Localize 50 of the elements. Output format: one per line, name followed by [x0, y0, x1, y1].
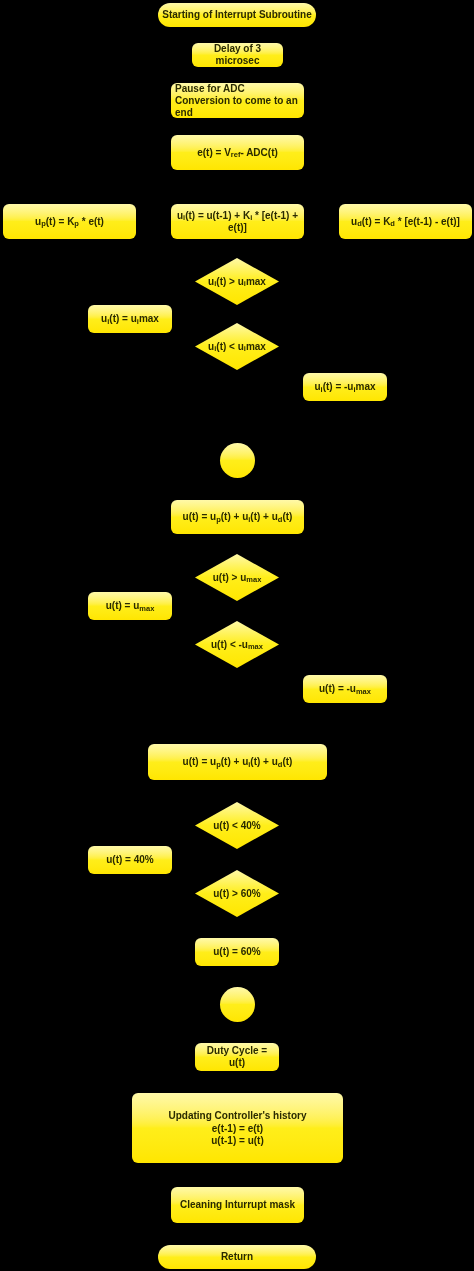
process-box: [171, 500, 304, 534]
process-box: [192, 43, 283, 67]
decision-diamond: [195, 621, 279, 668]
process-box: [303, 675, 387, 703]
step-text: u(t) = u$_{p}$(t) + u$_{i}$(t) + u$_{d}$(t): [182, 756, 293, 768]
step-text: u$_{d}$(t) = K$_{d}$ * [e(t-1) - e(t)]: [351, 215, 460, 228]
step-text: Starting of Interrupt Subroutine: [162, 9, 312, 21]
condition-text: u(t) > 60%: [213, 887, 261, 900]
step-text: u(t) = -u$_{max}$: [319, 683, 371, 695]
terminal-pill: [158, 1245, 316, 1269]
step-text: e(t) = V$_{ref}$- ADC(t): [197, 146, 278, 159]
condition-text: u$_{i}$(t) > u$_{i}$max: [208, 275, 266, 288]
process-box: [3, 204, 136, 239]
step-text: Updating Controller's history: [168, 1109, 307, 1122]
process-box: [171, 1187, 304, 1223]
step-text: u$_{i}$(t) = u(t-1) + K$_{i}$ * [e(t-1) + e(t)]: [175, 209, 300, 234]
step-text: u(t) = u$_{p}$(t) + u$_{i}$(t) + u$_{d}$(t): [182, 511, 293, 523]
process-box: [88, 592, 172, 620]
step-text: Return: [220, 1251, 254, 1263]
process-box: [88, 846, 172, 874]
step-text: u$_{p}$(t) = K$_{p}$ * e(t): [35, 215, 104, 228]
step-text: u(t) = u$_{max}$: [105, 600, 155, 612]
step-text: u(t) = 60%: [213, 946, 261, 958]
decision-diamond: [195, 323, 279, 370]
step-text: Duty Cycle = u(t): [205, 1045, 269, 1069]
step-text: u$_{i}$(t) = -u$_{i}$max: [314, 381, 376, 393]
process-box: [303, 373, 387, 401]
process-box: [148, 744, 327, 780]
process-box: [171, 135, 304, 170]
condition-text: u(t) > u$_{max}$: [212, 571, 262, 584]
step-text: e(t-1) = e(t): [211, 1122, 264, 1135]
process-box: [195, 1043, 279, 1071]
condition-text: u(t) < -u$_{max}$: [211, 638, 263, 651]
step-text: u$_{i}$(t) = u$_{i}$max: [101, 313, 159, 325]
process-box: [132, 1093, 343, 1163]
decision-diamond: [195, 258, 279, 305]
step-text: Cleaning Inturrupt mask: [180, 1199, 295, 1211]
condition-text: u$_{i}$(t) < u$_{i}$max: [208, 340, 266, 353]
terminal-pill: [158, 3, 316, 27]
process-box: [88, 305, 172, 333]
process-box: [195, 938, 279, 966]
step-text: u(t-1) = u(t): [211, 1134, 264, 1147]
step-text: u(t) = 40%: [106, 854, 154, 866]
decision-diamond: [195, 554, 279, 601]
condition-text: u(t) < 40%: [213, 819, 261, 832]
step-text: Pause for ADC Conversion to come to an end: [175, 82, 299, 119]
step-text: Delay of 3 microsec: [212, 43, 263, 67]
process-box: [339, 204, 472, 239]
decision-diamond: [195, 870, 279, 917]
decision-diamond: [195, 802, 279, 849]
